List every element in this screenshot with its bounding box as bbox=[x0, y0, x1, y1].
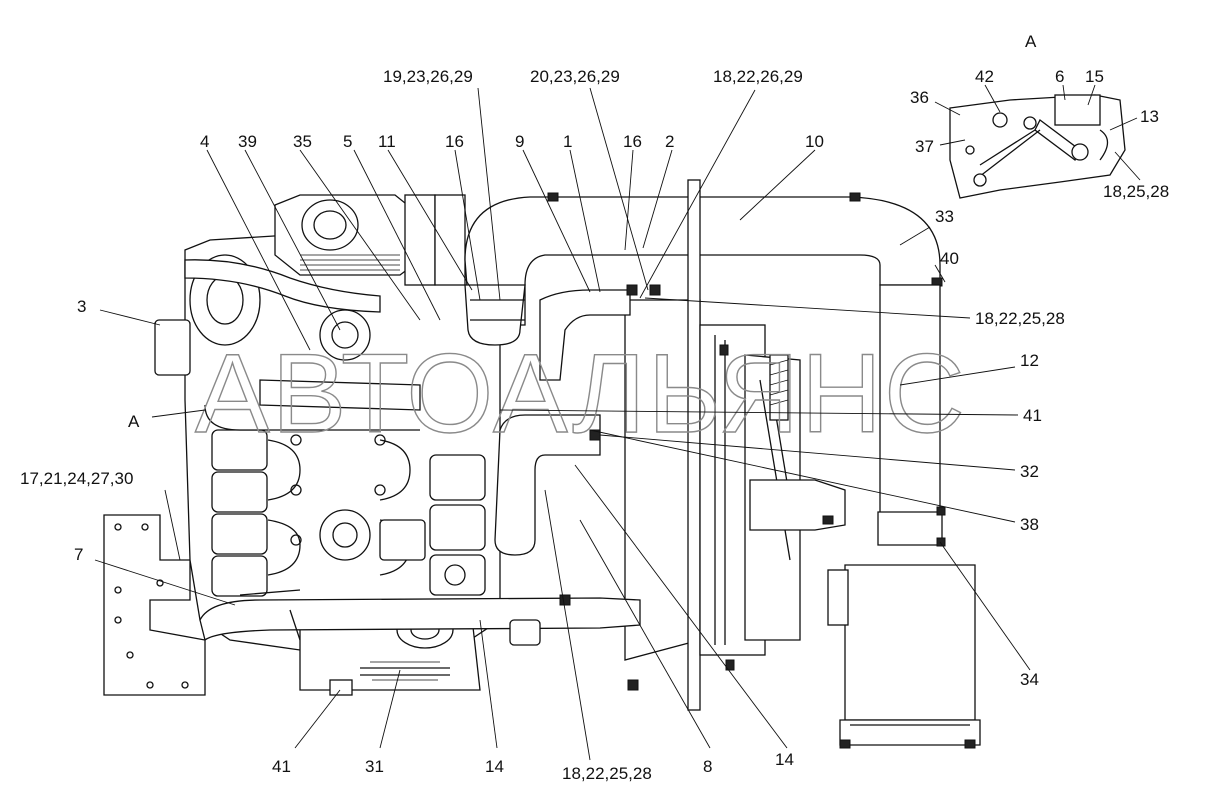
turbocharger-assembly bbox=[154, 194, 436, 431]
callout-3: 3 bbox=[77, 297, 86, 316]
callout-6: 6 bbox=[1055, 67, 1064, 86]
callout-11: 11 bbox=[378, 132, 396, 151]
callout-2: 2 bbox=[665, 132, 674, 151]
callout-10: 10 bbox=[805, 132, 824, 151]
leader-lines bbox=[94, 84, 1141, 761]
callout-17-21-24-27-30: 17,21,24,27,30 bbox=[20, 469, 133, 488]
callout-view-a-pointer: А bbox=[128, 412, 140, 431]
callout-38: 38 bbox=[1020, 515, 1039, 534]
callout-9: 9 bbox=[515, 132, 524, 151]
callout-33: 33 bbox=[935, 207, 954, 226]
callout-13: 13 bbox=[1140, 107, 1159, 126]
air-filter bbox=[827, 564, 981, 749]
callout-18-25-28: 18,25,28 bbox=[1103, 182, 1169, 201]
callout-18-22-25-28-lower: 18,22,25,28 bbox=[562, 764, 652, 783]
callout-31: 31 bbox=[365, 757, 384, 776]
detail-view-a bbox=[949, 94, 1126, 199]
watermark-text: АВТОАЛЬЯНС bbox=[195, 331, 967, 456]
callout-41-right: 41 bbox=[1023, 406, 1042, 425]
callout-1: 1 bbox=[563, 132, 572, 151]
callout-37: 37 bbox=[915, 137, 934, 156]
callout-7: 7 bbox=[74, 545, 83, 564]
callout-19-23-26-29: 19,23,26,29 bbox=[383, 67, 473, 86]
callout-42: 42 bbox=[975, 67, 994, 86]
callout-16-left: 16 bbox=[445, 132, 464, 151]
callout-40: 40 bbox=[940, 249, 959, 268]
callout-view-a: А bbox=[1025, 32, 1037, 51]
callout-18-22-25-28-upper: 18,22,25,28 bbox=[975, 309, 1065, 328]
callout-16-right: 16 bbox=[623, 132, 642, 151]
callout-35: 35 bbox=[293, 132, 312, 151]
callout-36: 36 bbox=[910, 88, 929, 107]
callout-39: 39 bbox=[238, 132, 257, 151]
callout-15: 15 bbox=[1085, 67, 1104, 86]
callout-4: 4 bbox=[200, 132, 209, 151]
callout-34: 34 bbox=[1020, 670, 1039, 689]
callout-20-23-26-29: 20,23,26,29 bbox=[530, 67, 620, 86]
charge-air-pipes bbox=[494, 284, 661, 556]
callout-14-right: 14 bbox=[775, 750, 794, 769]
callout-41-bottom: 41 bbox=[272, 757, 291, 776]
callout-5: 5 bbox=[343, 132, 352, 151]
callout-14-left: 14 bbox=[485, 757, 504, 776]
callout-labels: А 19,23,26,29 20,23,26,29 18,22,26,29 4 … bbox=[20, 32, 1169, 783]
callout-18-22-26-29: 18,22,26,29 bbox=[713, 67, 803, 86]
callout-12: 12 bbox=[1020, 351, 1039, 370]
radiator bbox=[624, 179, 846, 711]
callout-8: 8 bbox=[703, 757, 712, 776]
callout-32: 32 bbox=[1020, 462, 1039, 481]
engine-drawing bbox=[103, 179, 981, 749]
